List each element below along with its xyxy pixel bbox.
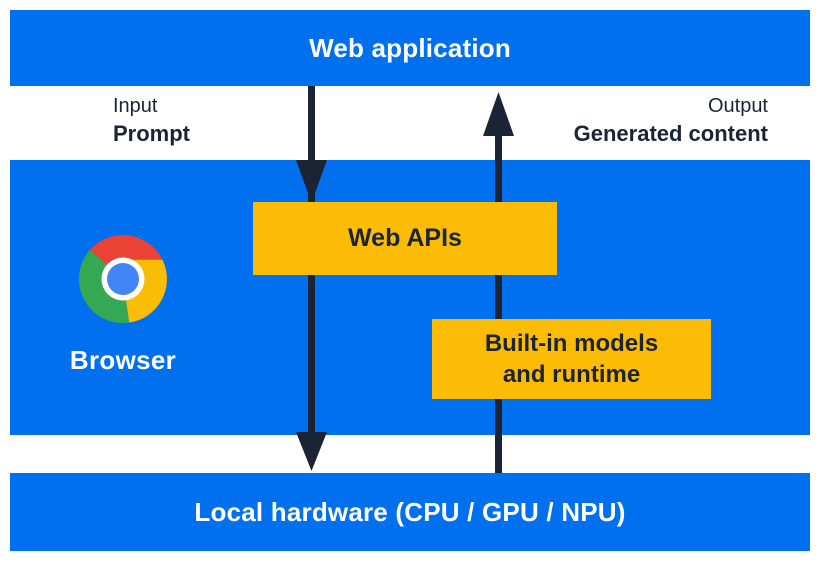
input-subtitle: Prompt [113,121,190,146]
web-apis-box: Web APIs [253,202,557,275]
chrome-logo-icon [79,235,167,323]
output-title: Output [707,95,768,117]
browser-label: Browser [69,345,177,375]
input-annotation: Input Prompt [113,93,190,148]
local-hardware-label: Local hardware (CPU / GPU / NPU) [194,496,626,527]
input-title: Input [113,95,158,117]
built-in-models-label-line1: Built-in models [484,330,659,357]
web-application-layer: Web application [10,10,810,86]
browser-identity: Browser [23,235,223,376]
web-application-label: Web application [309,32,511,63]
web-apis-label: Web APIs [348,224,462,252]
local-hardware-layer: Local hardware (CPU / GPU / NPU) [10,473,810,551]
output-annotation: Output Generated content [574,93,768,148]
output-subtitle: Generated content [573,121,768,146]
built-in-models-label-line2: and runtime [502,361,641,388]
built-in-models-box: Built-in models and runtime [432,319,711,399]
